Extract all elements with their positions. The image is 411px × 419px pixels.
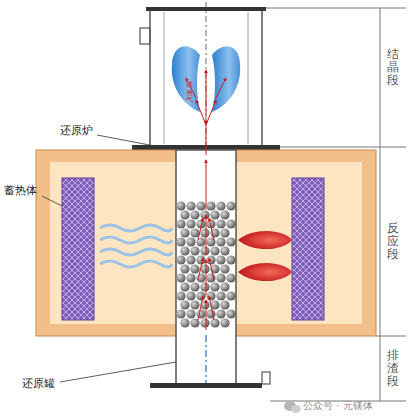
- section-ruler: [266, 8, 406, 401]
- vapour-arrows: [186, 70, 226, 330]
- heat-storage-body: [62, 178, 94, 320]
- vapour-label: 镁蒸气: [186, 82, 193, 105]
- watermark: 公众号 · 元镁体: [303, 400, 373, 412]
- section-label: 反应段: [387, 222, 399, 262]
- heat-storage-body: [292, 178, 324, 320]
- furnace-shell: [36, 150, 376, 336]
- magnesium-crystal: [212, 46, 240, 112]
- heat-waves: [100, 225, 172, 267]
- leader-lines: [42, 135, 176, 382]
- part-label: 蓄热体: [4, 184, 37, 197]
- part-label: 还原炉: [60, 124, 93, 137]
- outlet-bracket: [140, 28, 150, 44]
- wechat-icon: [284, 401, 301, 413]
- magnesium-crystal: [172, 46, 200, 112]
- flame: [238, 263, 292, 281]
- reduction-tank: [176, 150, 236, 384]
- part-label: 还原罐: [22, 377, 55, 390]
- flame: [238, 231, 292, 249]
- bottom-flange: [150, 383, 262, 388]
- section-label: 排渣段: [387, 349, 399, 389]
- section-label: 结晶段: [387, 48, 399, 88]
